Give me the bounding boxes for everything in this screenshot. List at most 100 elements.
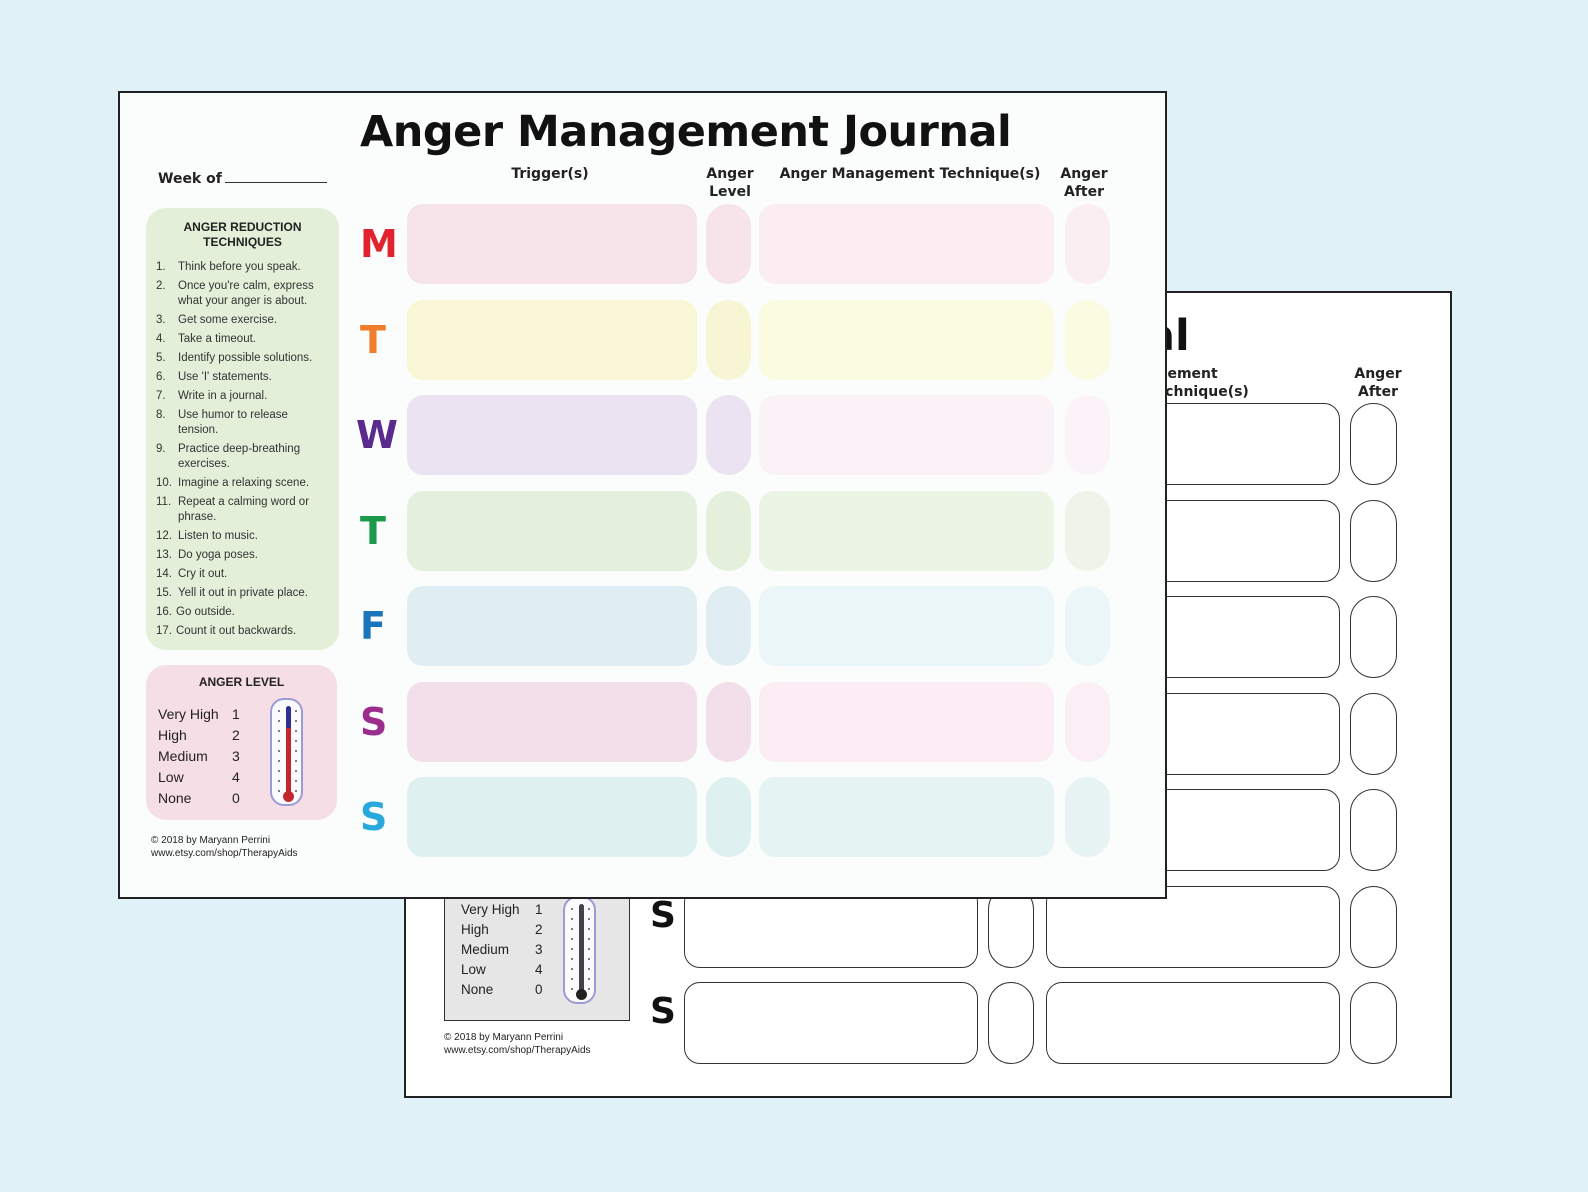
anger-level-value: 0 xyxy=(232,790,240,806)
anger-level-row: Medium 3 xyxy=(461,940,613,960)
technique-text: Practice deep-breathing exercises. xyxy=(178,443,301,470)
back-trigger-cell[interactable] xyxy=(684,886,978,968)
technique-item: 7.Write in a journal. xyxy=(156,389,329,404)
back-anger-after-cell[interactable] xyxy=(1350,500,1397,582)
back-trigger-cell[interactable] xyxy=(684,982,978,1064)
technique-item: 3.Get some exercise. xyxy=(156,313,329,328)
trigger-cell[interactable] xyxy=(407,300,697,380)
technique-text: Go outside. xyxy=(176,606,235,618)
technique-item: 15.Yell it out in private place. xyxy=(156,586,329,601)
back-anger-level-cell[interactable] xyxy=(988,982,1034,1064)
anger-level-cell[interactable] xyxy=(706,300,751,380)
back-anger-after-cell[interactable] xyxy=(1350,596,1397,678)
technique-cell[interactable] xyxy=(759,586,1054,666)
technique-number: 15. xyxy=(156,587,172,599)
technique-cell[interactable] xyxy=(759,395,1054,475)
trigger-cell[interactable] xyxy=(407,395,697,475)
anger-level-cell[interactable] xyxy=(706,586,751,666)
technique-item: 17.Count it out backwards. xyxy=(156,624,329,639)
back-copyright: © 2018 by Maryann Perrini www.etsy.com/s… xyxy=(444,1032,591,1056)
technique-cell[interactable] xyxy=(759,777,1054,857)
anger-level-label: Medium xyxy=(461,942,510,957)
copyright: © 2018 by Maryann Perrini www.etsy.com/s… xyxy=(151,835,298,859)
technique-text: Take a timeout. xyxy=(178,333,256,345)
anger-level-value: 0 xyxy=(535,982,543,997)
technique-number: 5. xyxy=(156,352,166,364)
day-letter: M xyxy=(360,222,398,266)
back-anger-after-cell[interactable] xyxy=(1350,982,1397,1064)
technique-item: 16.Go outside. xyxy=(156,605,329,620)
technique-text: Listen to music. xyxy=(178,530,258,542)
technique-cell[interactable] xyxy=(759,204,1054,284)
technique-number: 11. xyxy=(156,496,172,508)
technique-text: Cry it out. xyxy=(178,568,228,580)
day-letter: T xyxy=(360,509,386,553)
anger-level-value: 4 xyxy=(535,962,543,977)
day-letter: S xyxy=(360,795,388,839)
anger-level-label: None xyxy=(461,982,494,997)
anger-after-cell[interactable] xyxy=(1065,300,1110,380)
technique-item: 11. Repeat a calming word or phrase. xyxy=(156,495,329,525)
anger-after-cell[interactable] xyxy=(1065,586,1110,666)
trigger-cell[interactable] xyxy=(407,777,697,857)
week-of-blank[interactable] xyxy=(224,171,327,183)
back-anger-after-cell[interactable] xyxy=(1350,789,1397,871)
technique-number: 7. xyxy=(156,390,166,402)
trigger-cell[interactable] xyxy=(407,586,697,666)
thermometer-icon xyxy=(270,698,303,806)
anger-level-row: Low 4 xyxy=(461,960,613,980)
technique-item: 2.Once you're calm, express what your an… xyxy=(156,279,329,309)
technique-number: 1. xyxy=(156,261,166,273)
anger-after-cell[interactable] xyxy=(1065,395,1110,475)
technique-number: 2. xyxy=(156,280,166,292)
technique-cell[interactable] xyxy=(759,300,1054,380)
anger-after-cell[interactable] xyxy=(1065,491,1110,571)
back-technique-cell[interactable] xyxy=(1046,886,1340,968)
back-technique-cell[interactable] xyxy=(1046,982,1340,1064)
anger-level-row: None 0 xyxy=(158,788,325,809)
anger-level-label: Very High xyxy=(461,902,520,917)
technique-text: Get some exercise. xyxy=(178,314,278,326)
anger-after-cell[interactable] xyxy=(1065,204,1110,284)
technique-item: 5.Identify possible solutions. xyxy=(156,351,329,366)
anger-level-cell[interactable] xyxy=(706,491,751,571)
anger-after-cell[interactable] xyxy=(1065,682,1110,762)
anger-level-value: 4 xyxy=(232,769,240,785)
anger-level-value: 3 xyxy=(232,748,240,764)
week-of-field[interactable]: Week of xyxy=(158,171,327,187)
technique-number: 4. xyxy=(156,333,166,345)
anger-level-label: None xyxy=(158,790,192,806)
technique-item: 9.Practice deep-breathing exercises. xyxy=(156,442,329,472)
anger-level-cell[interactable] xyxy=(706,777,751,857)
anger-level-cell[interactable] xyxy=(706,682,751,762)
back-anger-after-cell[interactable] xyxy=(1350,693,1397,775)
anger-level-cell[interactable] xyxy=(706,395,751,475)
technique-number: 8. xyxy=(156,409,166,421)
trigger-cell[interactable] xyxy=(407,682,697,762)
anger-level-cell[interactable] xyxy=(706,204,751,284)
trigger-cell[interactable] xyxy=(407,491,697,571)
technique-cell[interactable] xyxy=(759,491,1054,571)
back-anger-after-cell[interactable] xyxy=(1350,403,1397,485)
technique-item: 12.Listen to music. xyxy=(156,529,329,544)
technique-item: 8.Use humor to release tension. xyxy=(156,408,329,438)
anger-level-label: Low xyxy=(461,962,486,977)
back-anger-after-cell[interactable] xyxy=(1350,886,1397,968)
anger-level-label: High xyxy=(158,727,187,743)
technique-number: 17. xyxy=(156,625,172,637)
technique-item: 14.Cry it out. xyxy=(156,567,329,582)
day-letter: W xyxy=(356,413,398,457)
anger-level-value: 3 xyxy=(535,942,543,957)
technique-item: 10.Imagine a relaxing scene. xyxy=(156,476,329,491)
trigger-cell[interactable] xyxy=(407,204,697,284)
technique-text: Repeat a calming word or phrase. xyxy=(178,496,310,523)
technique-cell[interactable] xyxy=(759,682,1054,762)
anger-after-cell[interactable] xyxy=(1065,777,1110,857)
page-title: Anger Management Journal xyxy=(360,107,1012,157)
anger-level-value: 1 xyxy=(232,706,240,722)
